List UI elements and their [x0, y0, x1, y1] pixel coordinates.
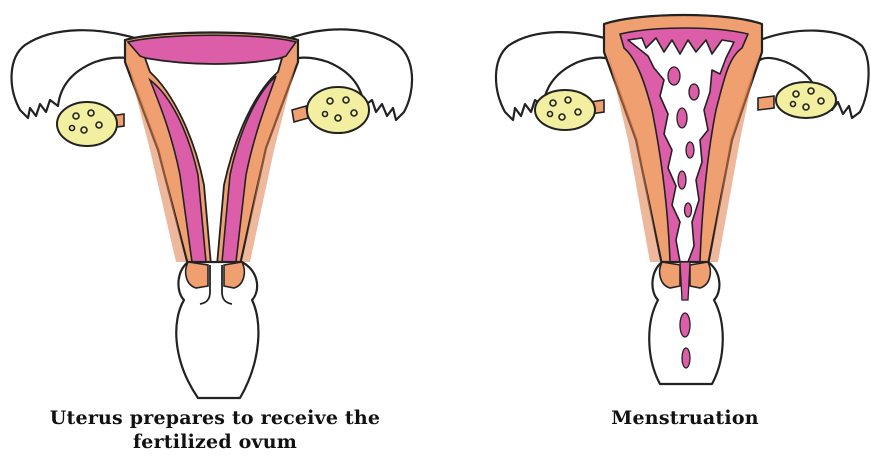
- left-cervix-tip: [186, 262, 208, 288]
- right-ovarian-ligament: [292, 106, 308, 122]
- uterus-prepared-illustration: [12, 29, 412, 398]
- uterus-menstruation-illustration: [496, 15, 869, 384]
- caption-menstruation: Menstruation: [560, 406, 810, 430]
- left-ovary: [57, 102, 117, 146]
- left-ovary: [535, 90, 595, 130]
- caption-line: fertilized ovum: [20, 430, 410, 454]
- right-ovarian-ligament: [758, 96, 774, 110]
- caption-prepared-uterus: Uterus prepares to receive the fertilize…: [20, 406, 410, 454]
- right-ovary: [776, 82, 836, 118]
- caption-line: Menstruation: [560, 406, 810, 430]
- caption-line: Uterus prepares to receive the: [20, 406, 410, 430]
- right-ovary: [307, 87, 369, 133]
